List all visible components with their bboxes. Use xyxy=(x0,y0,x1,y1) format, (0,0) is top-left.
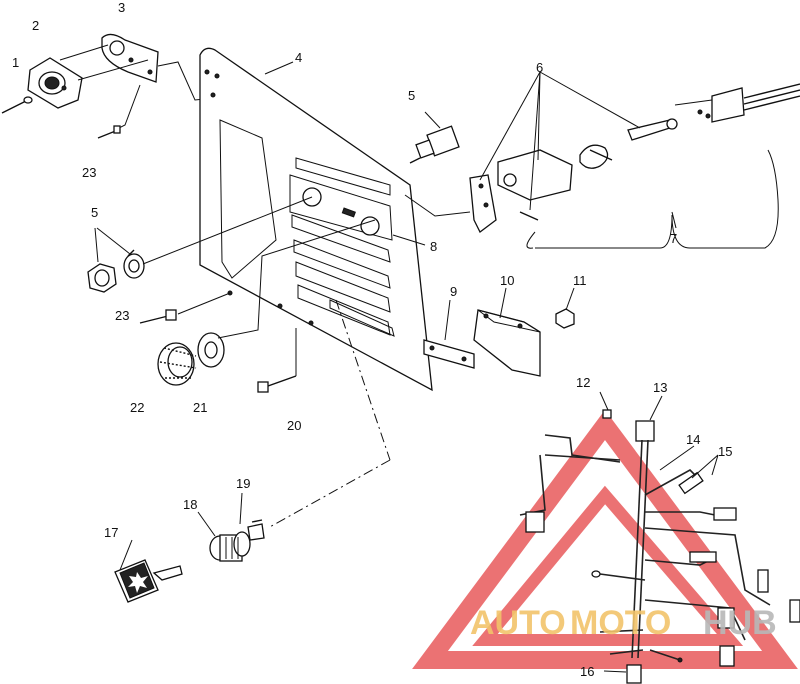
part-23-screw-top xyxy=(97,125,121,139)
callout-12: 12 xyxy=(576,375,590,390)
watermark-text-moto: MOTO xyxy=(570,604,671,642)
callout-10: 10 xyxy=(500,273,514,288)
callout-21: 21 xyxy=(193,400,207,415)
part-4-dash-panel xyxy=(199,47,433,392)
callout-2: 2 xyxy=(32,18,39,33)
watermark-triangle-inner xyxy=(472,485,744,646)
part-20-bolt xyxy=(257,328,297,393)
callout-15: 15 xyxy=(718,444,732,459)
part-11-nut xyxy=(555,308,575,329)
part-22-knob xyxy=(157,342,197,386)
part-19-connector xyxy=(247,519,265,541)
callout-5-top: 5 xyxy=(408,88,415,103)
callout-3: 3 xyxy=(118,0,125,15)
callout-13: 13 xyxy=(653,380,667,395)
part-3-bracket xyxy=(101,33,159,83)
part-2-bezel xyxy=(27,57,83,109)
callout-5-left: 5 xyxy=(91,205,98,220)
callout-19: 19 xyxy=(236,476,250,491)
callout-9: 9 xyxy=(450,284,457,299)
part-1-screw xyxy=(1,96,33,114)
callout-17: 17 xyxy=(104,525,118,540)
callout-1: 1 xyxy=(12,55,19,70)
part-10-bracket xyxy=(473,309,541,377)
callout-8: 8 xyxy=(430,239,437,254)
part-17-key xyxy=(114,559,183,603)
callout-14: 14 xyxy=(686,432,700,447)
callout-18: 18 xyxy=(183,497,197,512)
callout-23-top: 23 xyxy=(82,165,96,180)
callout-16: 16 xyxy=(580,664,594,679)
callout-20: 20 xyxy=(287,418,301,433)
part-6-latch-assembly xyxy=(469,83,800,233)
callout-22: 22 xyxy=(130,400,144,415)
part-23-screw-lower xyxy=(139,309,177,324)
watermark-logo xyxy=(412,409,798,669)
watermark-text-auto: AUTO xyxy=(470,604,566,642)
callout-11: 11 xyxy=(573,273,587,288)
part-12-16-wire-harness xyxy=(519,409,800,684)
callout-23-lower: 23 xyxy=(115,308,129,323)
watermark-wordmark: AUTO MOTO HUB xyxy=(470,604,777,642)
callout-4: 4 xyxy=(295,50,302,65)
part-9-pad xyxy=(423,339,475,369)
callout-7: 7 xyxy=(670,231,677,246)
callout-6: 6 xyxy=(536,60,543,75)
part-18-ignition-switch xyxy=(209,531,251,562)
part-5-toggle-switch xyxy=(409,111,460,164)
watermark-triangle-outer xyxy=(412,409,798,669)
part-5-nut-washer xyxy=(87,249,145,293)
watermark-text-hub: HUB xyxy=(703,604,777,642)
part-21-washer xyxy=(197,332,225,368)
